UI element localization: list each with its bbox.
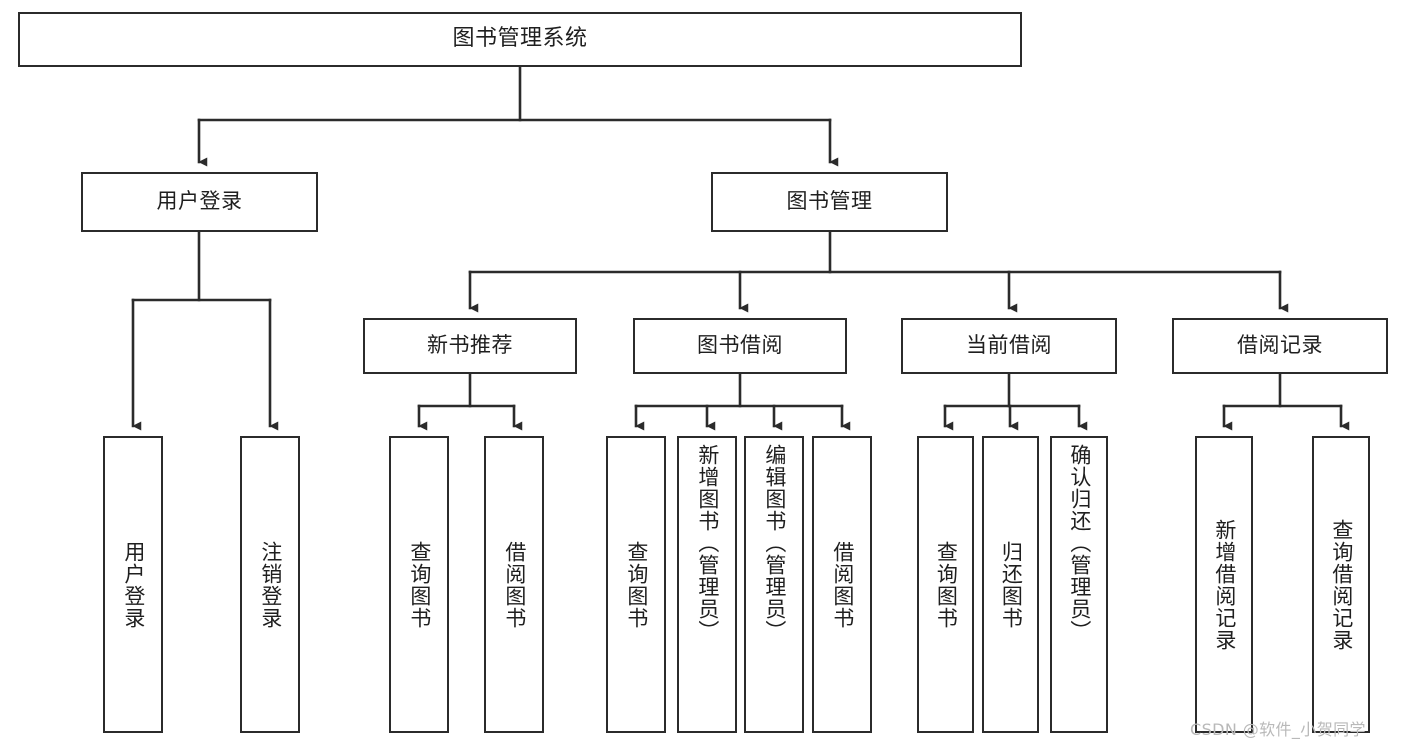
node-new-book-recommend-label: 新书推荐	[427, 333, 513, 358]
leaf-current-query-book[interactable]: 查询图书	[917, 436, 974, 733]
node-borrow-record-label: 借阅记录	[1237, 333, 1323, 358]
node-new-book-recommend[interactable]: 新书推荐	[363, 318, 577, 374]
node-user-login[interactable]: 用户登录	[81, 172, 318, 232]
leaf-borrow-add-book-admin-label: 新增图书（管理员）	[695, 444, 720, 642]
node-current-borrow-label: 当前借阅	[966, 333, 1052, 358]
leaf-borrow-query-book[interactable]: 查询图书	[606, 436, 666, 733]
leaf-current-confirm-return-admin-label: 确认归还（管理员）	[1067, 444, 1092, 642]
leaf-borrow-borrow-book-label: 借阅图书	[830, 540, 855, 629]
leaf-record-query-record[interactable]: 查询借阅记录	[1312, 436, 1370, 733]
leaf-record-add-record[interactable]: 新增借阅记录	[1195, 436, 1253, 733]
node-root-label: 图书管理系统	[452, 26, 588, 52]
leaf-user-login-signin[interactable]: 用户登录	[103, 436, 163, 733]
leaf-current-return-book-label: 归还图书	[999, 540, 1024, 629]
node-book-management-label: 图书管理	[786, 189, 873, 214]
leaf-borrow-borrow-book[interactable]: 借阅图书	[812, 436, 872, 733]
leaf-borrow-query-book-label: 查询图书	[624, 540, 649, 629]
leaf-current-confirm-return-admin[interactable]: 确认归还（管理员）	[1050, 436, 1108, 733]
csdn-watermark: CSDN @软件_小贺同学	[1190, 720, 1366, 739]
leaf-record-query-record-label: 查询借阅记录	[1329, 518, 1354, 651]
leaf-recommend-borrow-book-label: 借阅图书	[502, 540, 527, 629]
leaf-current-return-book[interactable]: 归还图书	[982, 436, 1039, 733]
leaf-recommend-query-book-label: 查询图书	[407, 540, 432, 629]
leaf-recommend-borrow-book[interactable]: 借阅图书	[484, 436, 544, 733]
leaf-borrow-edit-book-admin-label: 编辑图书（管理员）	[762, 444, 787, 642]
node-book-borrow[interactable]: 图书借阅	[633, 318, 847, 374]
node-current-borrow[interactable]: 当前借阅	[901, 318, 1117, 374]
node-user-login-label: 用户登录	[156, 189, 243, 214]
leaf-user-login-signin-label: 用户登录	[121, 540, 146, 629]
node-book-management[interactable]: 图书管理	[711, 172, 948, 232]
leaf-borrow-edit-book-admin[interactable]: 编辑图书（管理员）	[744, 436, 804, 733]
leaf-user-login-signout-label: 注销登录	[258, 540, 283, 629]
leaf-borrow-add-book-admin[interactable]: 新增图书（管理员）	[677, 436, 737, 733]
leaf-recommend-query-book[interactable]: 查询图书	[389, 436, 449, 733]
leaf-current-query-book-label: 查询图书	[934, 540, 959, 629]
leaf-user-login-signout[interactable]: 注销登录	[240, 436, 300, 733]
node-book-borrow-label: 图书借阅	[697, 333, 783, 358]
leaf-record-add-record-label: 新增借阅记录	[1212, 518, 1237, 651]
node-root-library-system[interactable]: 图书管理系统	[18, 12, 1022, 67]
node-borrow-record[interactable]: 借阅记录	[1172, 318, 1388, 374]
